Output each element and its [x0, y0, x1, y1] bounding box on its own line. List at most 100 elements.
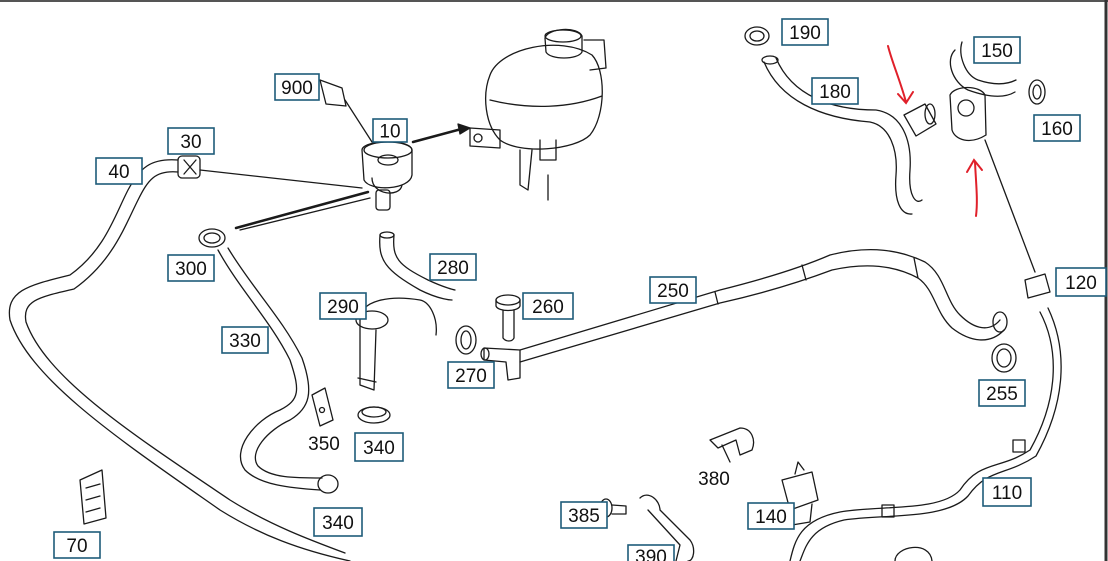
callout-number: 270 [455, 366, 487, 387]
callout-number: 350 [308, 434, 340, 455]
clip-380 [709, 427, 755, 463]
callout-box [429, 253, 477, 281]
callout-30: 30 [167, 127, 215, 155]
callout-70: 70 [53, 531, 101, 559]
callout-number: 180 [819, 82, 851, 103]
callout-number: 340 [322, 513, 354, 534]
callout-340: 340 [313, 507, 363, 537]
callout-260: 260 [522, 292, 574, 320]
pipe-250 [519, 249, 1005, 363]
callout-150: 150 [973, 36, 1021, 64]
callout-290: 290 [319, 292, 367, 320]
callout-number: 380 [698, 469, 730, 490]
callout-number: 340 [363, 438, 395, 459]
elbow-290 [355, 297, 437, 391]
callout-box [627, 544, 675, 561]
clamp-255 [991, 311, 1017, 373]
red-arrow-up-icon [966, 158, 983, 217]
callout-box [649, 276, 697, 304]
callout-box [221, 326, 269, 354]
callout-box [522, 292, 574, 320]
callout-number: 255 [986, 384, 1018, 405]
callout-box [978, 379, 1026, 407]
callout-number: 290 [327, 297, 359, 318]
connector-900 [319, 79, 347, 107]
fitting-120 [984, 139, 1051, 299]
bolt-260 [495, 294, 521, 342]
bracket-70 [79, 469, 107, 525]
callout-270: 270 [447, 361, 495, 389]
callout-number: 250 [657, 281, 689, 302]
callout-120: 120 [1055, 267, 1107, 297]
callout-box [167, 127, 215, 155]
bracket-350 [311, 387, 334, 427]
red-arrow-down-icon [887, 45, 914, 105]
expansion-tank [469, 28, 607, 201]
callout-330: 330 [221, 326, 269, 354]
callout-box [1055, 267, 1107, 297]
hose-330 [198, 228, 339, 494]
callout-box [811, 77, 859, 105]
callout-number: 140 [755, 507, 787, 528]
callout-number: 900 [281, 78, 313, 99]
callout-280: 280 [429, 253, 477, 281]
callout-250: 250 [649, 276, 697, 304]
callout-box [973, 36, 1021, 64]
red-annotation-arrows [887, 45, 983, 217]
callout-340: 340 [354, 432, 404, 462]
pipe-110 [789, 307, 1062, 561]
callout-number: 110 [992, 483, 1022, 504]
callout-255: 255 [978, 379, 1026, 407]
clamp-340-upper [357, 406, 391, 424]
callout-labels: 900 10 30 40 300 330 280 290 260 250 270 350 340 340 1… [53, 18, 1107, 561]
callout-350: 350 [308, 434, 340, 455]
callout-box [354, 432, 404, 462]
pump-10 [234, 99, 471, 231]
callout-box [1033, 114, 1081, 142]
callout-box [982, 477, 1032, 507]
callout-140: 140 [747, 502, 795, 530]
callout-box [560, 501, 608, 529]
callout-180: 180 [811, 77, 859, 105]
hose-180 [744, 26, 937, 215]
callout-box [95, 157, 143, 185]
callout-box [781, 18, 829, 46]
hose-280 [379, 231, 456, 301]
callout-number: 390 [635, 547, 667, 561]
callout-number: 40 [108, 162, 129, 183]
callout-number: 385 [568, 506, 600, 527]
callout-box [447, 361, 495, 389]
callout-380: 380 [698, 469, 730, 490]
callout-number: 190 [789, 23, 821, 44]
callout-box [167, 254, 215, 282]
callout-number: 280 [437, 258, 469, 279]
callout-number: 120 [1065, 273, 1097, 294]
callout-box [53, 531, 101, 559]
callout-number: 300 [175, 259, 207, 280]
callout-number: 30 [180, 132, 201, 153]
callout-10: 10 [372, 118, 408, 143]
clamp-30 [177, 155, 363, 189]
callout-900: 900 [274, 73, 320, 101]
hose-40 [8, 159, 351, 561]
callout-box [372, 118, 408, 143]
callout-box [313, 507, 363, 537]
callout-385: 385 [560, 501, 608, 529]
bottom-component [894, 546, 933, 561]
callout-box [747, 502, 795, 530]
callout-number: 160 [1041, 119, 1073, 140]
callout-110: 110 [982, 477, 1032, 507]
callout-box [274, 73, 320, 101]
hose-drawing [8, 26, 1062, 561]
callout-box [319, 292, 367, 320]
callout-number: 10 [379, 122, 400, 143]
hose-150 [949, 41, 1046, 142]
callout-390: 390 [627, 544, 675, 561]
callout-number: 260 [532, 297, 564, 318]
callout-number: 150 [981, 41, 1013, 62]
callout-190: 190 [781, 18, 829, 46]
callout-number: 330 [229, 331, 261, 352]
callout-300: 300 [167, 254, 215, 282]
callout-40: 40 [95, 157, 143, 185]
